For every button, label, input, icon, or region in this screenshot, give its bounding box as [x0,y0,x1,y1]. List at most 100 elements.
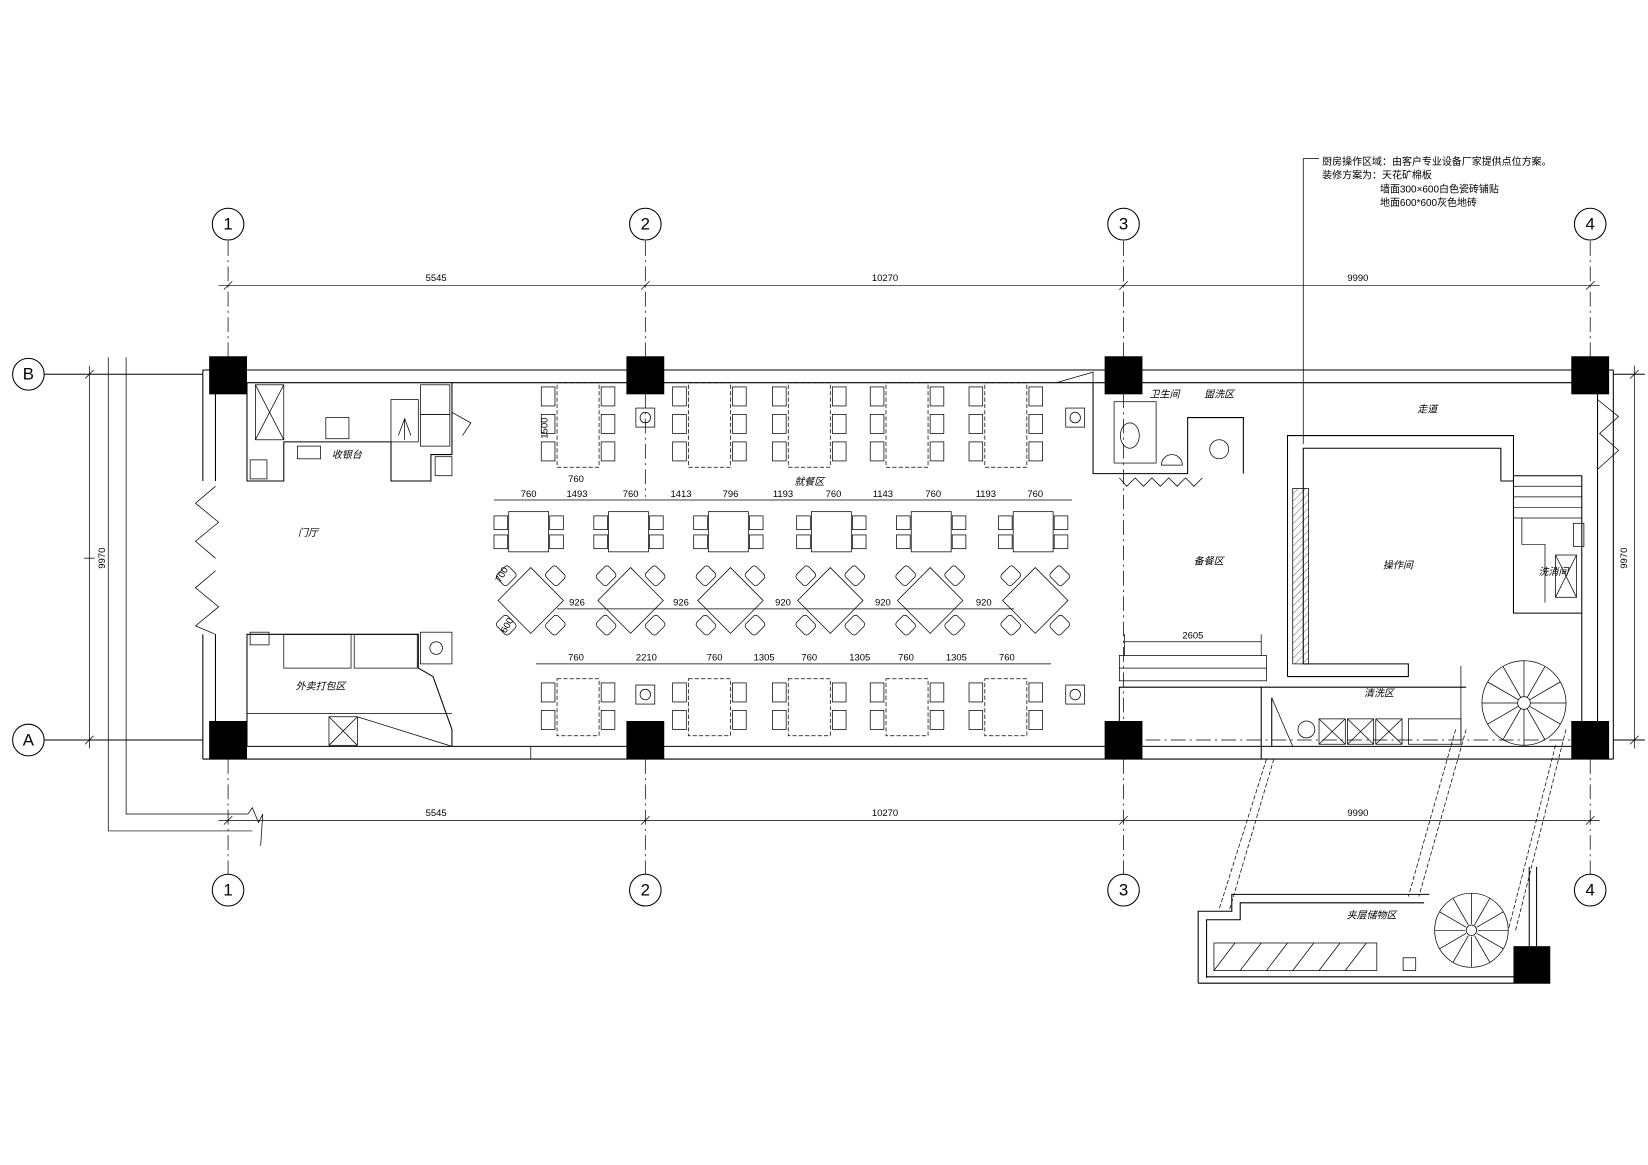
room-label-prep: 备餐区 [1194,556,1226,568]
chair [832,441,847,462]
kitchen-zone: 操作间 [1286,435,1582,678]
room-label-dining: 就餐区 [794,476,826,488]
column [626,356,665,395]
chair [951,534,967,550]
prep-counter: 2605 [1118,631,1267,747]
dining-table [811,511,852,553]
room-label-entrance: 门厅 [298,527,320,539]
chair [644,614,666,636]
dimension-text: 5545 [426,808,447,819]
dining-table [556,382,600,468]
room-label-cashier: 收银台 [332,449,363,461]
chair [744,614,766,636]
chair [772,386,787,407]
dishwash-zone: 洗消间 [1513,475,1585,747]
chair [869,386,885,407]
dining-table [688,678,731,737]
chair [772,414,787,434]
long-table-set [869,678,945,737]
stair-tread [1439,911,1467,928]
dimension-text: 1305 [754,653,775,664]
chair [795,614,816,636]
chair [695,565,717,587]
note-line-2: 装修方案为：天花矿棉板 [1322,169,1432,182]
long-table-set [869,382,945,468]
washbasin-icon [1065,684,1086,705]
dimension-text: 760 [925,489,941,500]
spiral-stair [1434,892,1509,968]
axis-label: A [23,730,35,749]
note-line-1: 厨房操作区域：由客户专业设备厂家提供点位方案。 [1322,155,1551,168]
chair [1028,710,1043,730]
four-seat-table-set [796,511,867,553]
dimension-text: 920 [976,598,992,609]
washbasin-icon [249,459,268,480]
four-seat-table-set [693,511,764,553]
chair [772,682,787,703]
axis-bubble-top-1: 1 [211,207,245,241]
dishwasher [1555,554,1577,598]
cash-register [325,417,350,440]
chair [672,386,687,407]
kitchen-wall-bottom [1287,663,1409,678]
chair [844,565,866,587]
chair [540,710,556,730]
dimension-text: 1413 [671,489,692,500]
long-table-set [968,678,1043,737]
note-line-4: 地面600*600灰色地砖 [1380,196,1477,209]
chair [896,534,911,550]
chair [732,441,747,462]
diagonal-table-set [895,565,965,636]
axis-label: B [23,365,34,384]
dining-table [608,511,649,553]
chair [1053,534,1069,550]
spiral-stair [1481,660,1567,746]
dimension-text: 760 [999,653,1015,664]
chair [549,515,564,531]
chair [593,515,608,531]
dining-table [1002,567,1069,634]
chair [951,515,967,531]
kitchen-wall-inner [1302,447,1502,664]
chair [1049,565,1070,587]
chair [852,515,867,531]
kitchen-wall-outer [1286,435,1514,677]
chair [1028,414,1043,434]
axis-bubble-top-2: 2 [629,207,662,241]
dimension-text: 1193 [773,489,793,500]
dimension-text: 926 [569,598,585,609]
break-mark [247,806,264,846]
stair-edge [357,716,453,747]
dimension-text: 1193 [976,489,996,500]
four-seat-table-set [593,511,664,553]
diagonal-table-set [695,565,766,636]
door-frame [1521,518,1546,603]
axis-label: 2 [641,881,650,900]
room-label-kitchen: 操作间 [1383,560,1415,572]
dining-table [597,567,664,634]
diagonal-table-set [496,565,566,636]
room-label-washbasin: 盥洗区 [1204,388,1236,400]
chair [693,515,708,531]
axis-bubble-A: A [12,723,45,757]
chair [796,534,811,550]
chair [540,414,556,434]
dimension-text: 920 [775,598,791,609]
axis-bubble-bottom-3: 3 [1107,873,1140,907]
diagonal-table-set [795,565,866,636]
chair [1028,386,1043,407]
dining-table [885,382,929,468]
chair [998,534,1013,550]
dining-table [497,567,564,634]
washbasin-icon [434,456,453,477]
chair [496,565,517,587]
stair-tread [1474,935,1491,963]
dimension-text: 1500 [540,418,551,439]
chair [929,414,945,434]
dimension-text: 5545 [426,273,447,284]
straight-stair [1213,942,1378,971]
chair [496,614,517,636]
door-swing [451,411,472,436]
arrow-up-icon [397,417,412,440]
washbasins [635,407,1086,705]
